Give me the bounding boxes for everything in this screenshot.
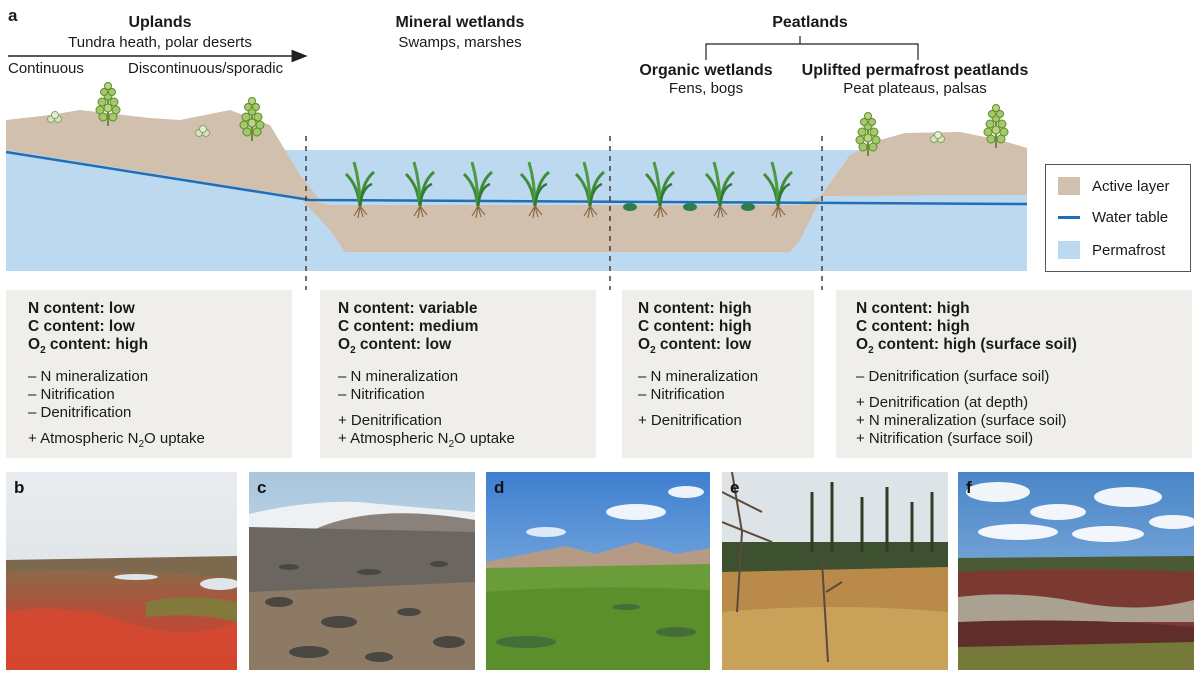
- water-table-swatch: [1058, 216, 1080, 219]
- n-content: N content: low: [28, 300, 135, 317]
- organic-wetlands-subtitle: Fens, bogs: [668, 80, 744, 97]
- legend-active-layer: Active layer: [1058, 177, 1170, 195]
- arrow-left-label: Continuous: [8, 60, 84, 77]
- n-content: N content: variable: [338, 300, 478, 317]
- process-line: + Nitrification (surface soil): [856, 430, 1034, 448]
- peatlands-title: Peatlands: [772, 14, 848, 31]
- process-line: + Denitrification: [638, 412, 742, 430]
- landscape-cross-section: [5, 36, 1028, 290]
- box-mineral-wetlands: N content: variable C content: medium O2…: [320, 290, 596, 458]
- process-line: + Atmospheric N2O uptake: [28, 430, 205, 451]
- process-line: + Atmospheric N2O uptake: [338, 430, 515, 451]
- c-content: C content: high: [856, 318, 970, 335]
- legend-active-layer-label: Active layer: [1092, 177, 1170, 195]
- o2-content: O2 content: low: [338, 336, 452, 357]
- box-uplifted-peatlands: N content: high C content: high O2 conte…: [836, 290, 1192, 458]
- process-line: + Denitrification (at depth): [856, 394, 1029, 412]
- uplifted-peatlands-subtitle: Peat plateaus, palsas: [843, 80, 987, 97]
- photo-f-peat-plateau: f: [958, 472, 1194, 670]
- process-line: + Denitrification: [338, 412, 442, 430]
- photo-d-marsh: d: [486, 472, 710, 670]
- box-organic-wetlands: N content: high C content: high O2 conte…: [622, 290, 814, 458]
- legend-permafrost-label: Permafrost: [1092, 241, 1166, 259]
- legend-water-table: Water table: [1058, 209, 1168, 226]
- arrow-right-label: Discontinuous/sporadic: [128, 60, 284, 77]
- mineral-wetlands-subtitle: Swamps, marshes: [398, 34, 522, 51]
- photo-b-letter: b: [14, 478, 25, 497]
- panel-a-letter: a: [8, 6, 18, 25]
- process-line: – N mineralization: [638, 368, 759, 386]
- n-content: N content: high: [856, 300, 970, 317]
- permafrost-swatch: [1058, 241, 1080, 259]
- photo-e-fen: e: [722, 472, 948, 670]
- box-uplands: N content: low C content: low O2 content…: [6, 290, 292, 458]
- c-content: C content: medium: [338, 318, 479, 335]
- mineral-wetlands-title: Mineral wetlands: [395, 14, 525, 31]
- uplifted-peatlands-title: Uplifted permafrost peatlands: [801, 62, 1029, 79]
- photo-b-tundra-heath: b: [6, 472, 237, 670]
- n-content: N content: high: [638, 300, 752, 317]
- legend-water-table-label: Water table: [1092, 209, 1169, 226]
- photo-e-letter: e: [730, 478, 740, 497]
- organic-wetlands-title: Organic wetlands: [639, 62, 773, 79]
- active-layer-swatch: [1058, 177, 1080, 195]
- process-line: – N mineralization: [338, 368, 459, 386]
- uplands-title: Uplands: [128, 14, 192, 31]
- c-content: C content: high: [638, 318, 752, 335]
- process-line: – Denitrification: [28, 404, 132, 422]
- o2-content: O2 content: low: [638, 336, 752, 357]
- process-line: – Denitrification (surface soil): [856, 368, 1050, 386]
- o2-content: O2 content: high: [28, 336, 149, 357]
- process-line: – Nitrification: [28, 386, 115, 404]
- photo-c-polar-desert: c: [249, 472, 475, 670]
- photo-c-letter: c: [257, 478, 267, 497]
- photo-f-letter: f: [966, 478, 972, 497]
- c-content: C content: low: [28, 318, 135, 335]
- process-line: + N mineralization (surface soil): [856, 412, 1067, 430]
- process-line: – N mineralization: [28, 368, 149, 386]
- legend-permafrost: Permafrost: [1058, 241, 1165, 259]
- o2-content: O2 content: high (surface soil): [856, 336, 1077, 357]
- process-line: – Nitrification: [338, 386, 425, 404]
- legend: Active layer Water table Permafrost: [1045, 164, 1191, 272]
- uplands-subtitle: Tundra heath, polar deserts: [68, 34, 252, 51]
- process-line: – Nitrification: [638, 386, 725, 404]
- photo-d-letter: d: [494, 478, 505, 497]
